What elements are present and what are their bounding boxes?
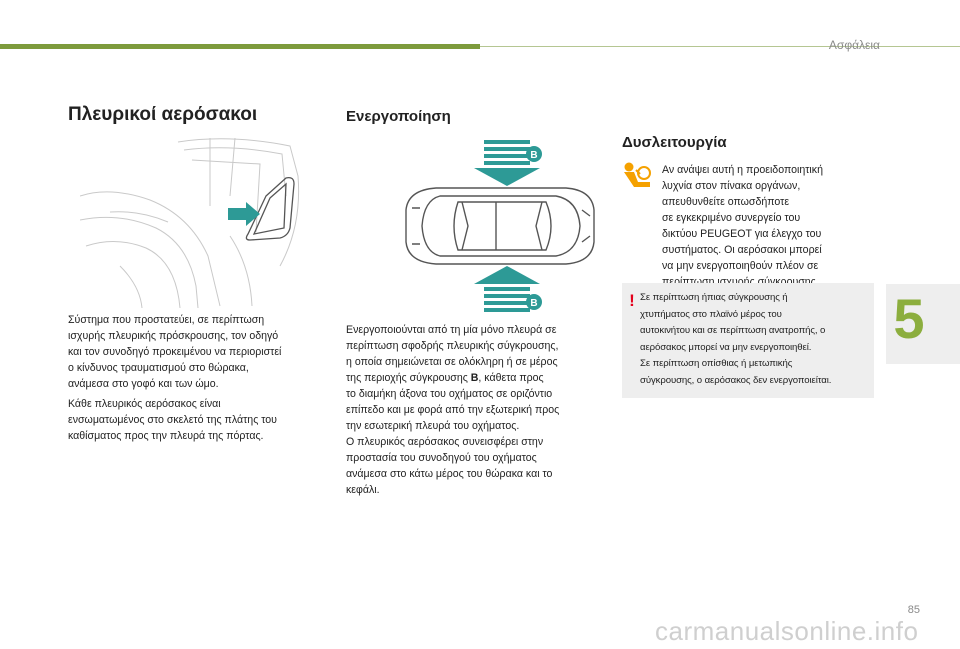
airbag-warning-icon <box>624 162 651 187</box>
watermark: carmanualsonline.info <box>655 616 919 646</box>
malfunction-heading: Δυσλειτουργία <box>622 134 727 151</box>
note-box <box>622 283 874 398</box>
page-title: Πλευρικοί αερόσακοι <box>68 104 258 125</box>
badge-b-bottom: B <box>530 298 537 309</box>
section-label: Ασφάλεια <box>828 38 880 52</box>
activation-heading: Ενεργοποίηση <box>346 108 451 125</box>
left-paragraph-2: Κάθε πλευρικός αερόσακος είναι ενσωματωμ… <box>68 398 277 442</box>
middle-paragraph: Ενεργοποιούνται από τη μία μόνο πλευρά σ… <box>346 324 560 496</box>
warning-exclamation-icon: ! <box>629 291 635 310</box>
chapter-number: 5 <box>893 287 925 350</box>
car-impact-diagram: B B <box>405 140 595 312</box>
chapter-tab <box>886 284 960 364</box>
malfunction-text: Αν ανάψει αυτή η προειδοποιητική λυχνία … <box>662 164 823 288</box>
header-line <box>480 46 960 47</box>
header-accent-bar <box>0 44 480 49</box>
page-number: 85 <box>907 604 920 616</box>
badge-b-top: B <box>530 150 537 161</box>
note-text: Σε περίπτωση ήπιας σύγκρουσης ή χτυπήματ… <box>640 292 832 386</box>
seat-illustration <box>80 137 300 308</box>
left-paragraph-1: Σύστημα που προστατεύει, σε περίπτωση ισ… <box>68 314 282 390</box>
